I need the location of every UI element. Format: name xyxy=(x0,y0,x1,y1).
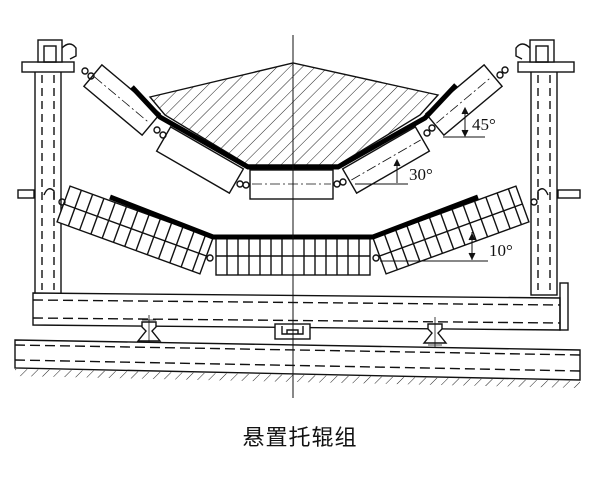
upper-chain-links xyxy=(81,66,509,189)
lower-chain-links xyxy=(58,198,538,262)
diagram-caption: 悬置托辊组 xyxy=(242,426,358,451)
lower-left-roller xyxy=(56,185,214,275)
angle-dimension-10 xyxy=(380,232,488,262)
angle-label-10: 10° xyxy=(489,241,513,260)
ground-hatch xyxy=(15,369,580,388)
angle-label-30: 30° xyxy=(409,165,433,184)
upper-left-inner-roller xyxy=(155,125,245,195)
upper-center-roller xyxy=(249,169,334,200)
main-beam xyxy=(32,282,569,331)
left-post xyxy=(17,39,77,296)
upper-right-inner-roller xyxy=(341,125,431,195)
base-rail xyxy=(14,339,581,388)
angle-label-45: 45° xyxy=(472,115,496,134)
angle-dimension-45 xyxy=(443,106,485,138)
material-load xyxy=(148,62,440,166)
upper-left-outer-roller xyxy=(82,63,162,137)
angle-dimension-30 xyxy=(355,158,408,185)
right-post xyxy=(515,39,581,296)
